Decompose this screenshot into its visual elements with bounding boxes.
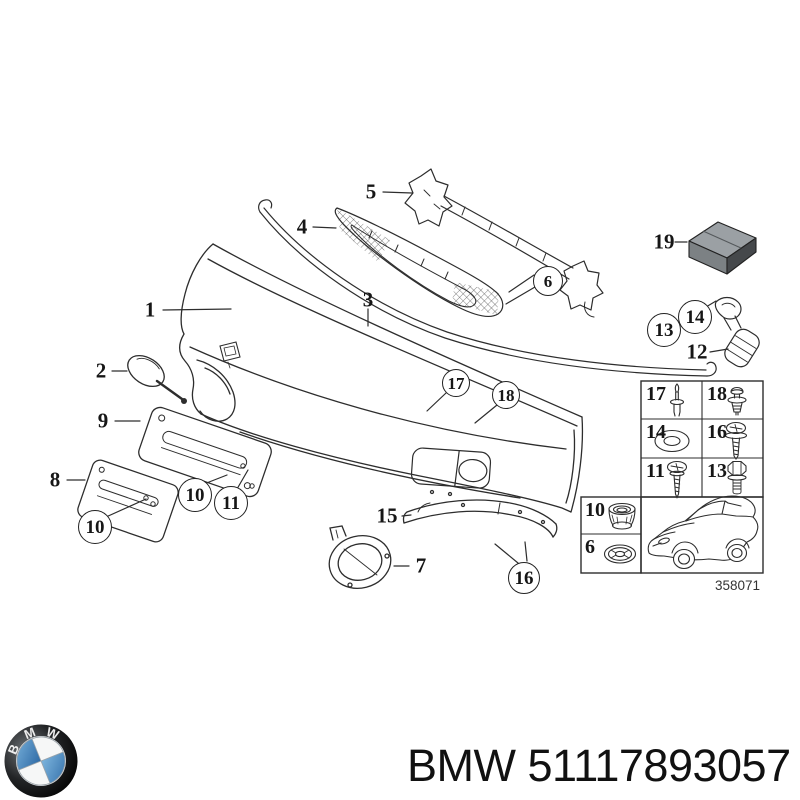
hex-bolt-icon: [727, 460, 747, 495]
bracket-12-part: [714, 296, 760, 368]
part-callout-17: 17: [442, 369, 470, 397]
license-bracket-8-part: [77, 459, 179, 543]
tow-eye-cover-part: [127, 354, 187, 404]
legend-cell-6: 6: [585, 536, 595, 558]
part-label-8: 8: [49, 467, 61, 492]
part-callout-10: 10: [178, 478, 212, 512]
part-label-4: 4: [296, 214, 308, 239]
bumper-cover-part: [178, 243, 584, 513]
expanding-rivet-icon: [727, 386, 747, 416]
part-label-5: 5: [365, 179, 377, 204]
fog-ring-part: [328, 525, 392, 589]
part-callout-16: 16: [508, 562, 540, 594]
bmw-logo: B M W: [4, 724, 78, 798]
part-callout-11: 11: [214, 486, 248, 520]
diagram-code: 358071: [714, 578, 760, 593]
legend-cell-16: 16: [707, 421, 727, 443]
legend-cell-10: 10: [585, 499, 605, 521]
leader-lines: [66, 191, 729, 567]
svg-text:M: M: [22, 724, 38, 742]
washer-icon: [654, 429, 690, 453]
part-callout-6: 6: [533, 266, 563, 296]
part-label-19: 19: [653, 229, 675, 254]
part-callout-13: 13: [647, 313, 681, 347]
car-silhouette: [647, 495, 759, 570]
trim-strip-part: [258, 199, 717, 377]
part-label-7: 7: [415, 553, 427, 578]
part-callout-14: 14: [678, 300, 712, 334]
kit-box-19-part: [688, 221, 757, 275]
part-label-15: 15: [376, 503, 398, 528]
part-label-9: 9: [97, 408, 109, 433]
spoiler-lip-part: [402, 499, 558, 538]
legend-cell-11: 11: [646, 460, 665, 482]
part-number-text: BMW 51117893057: [407, 740, 791, 791]
screw-with-washer-icon: [724, 421, 748, 460]
part-callout-18: 18: [492, 381, 520, 409]
rubber-plug-icon: [608, 502, 636, 530]
part-label-12: 12: [686, 339, 708, 364]
legend-cell-17: 17: [646, 383, 666, 405]
pan-head-screw-icon: [666, 460, 688, 499]
legend-cell-18: 18: [707, 383, 727, 405]
expanding-nut-icon: [603, 544, 637, 564]
part-callout-10: 10: [78, 510, 112, 544]
legend-icons: [603, 383, 748, 564]
part-label-3: 3: [362, 287, 374, 312]
legend-table: [580, 380, 764, 574]
grille-part: [334, 207, 504, 317]
expansion-pin-icon: [669, 383, 685, 417]
legend-cell-14: 14: [646, 421, 666, 443]
part-label-2: 2: [95, 358, 107, 383]
legend-cell-13: 13: [707, 460, 727, 482]
part-label-1: 1: [144, 297, 156, 322]
